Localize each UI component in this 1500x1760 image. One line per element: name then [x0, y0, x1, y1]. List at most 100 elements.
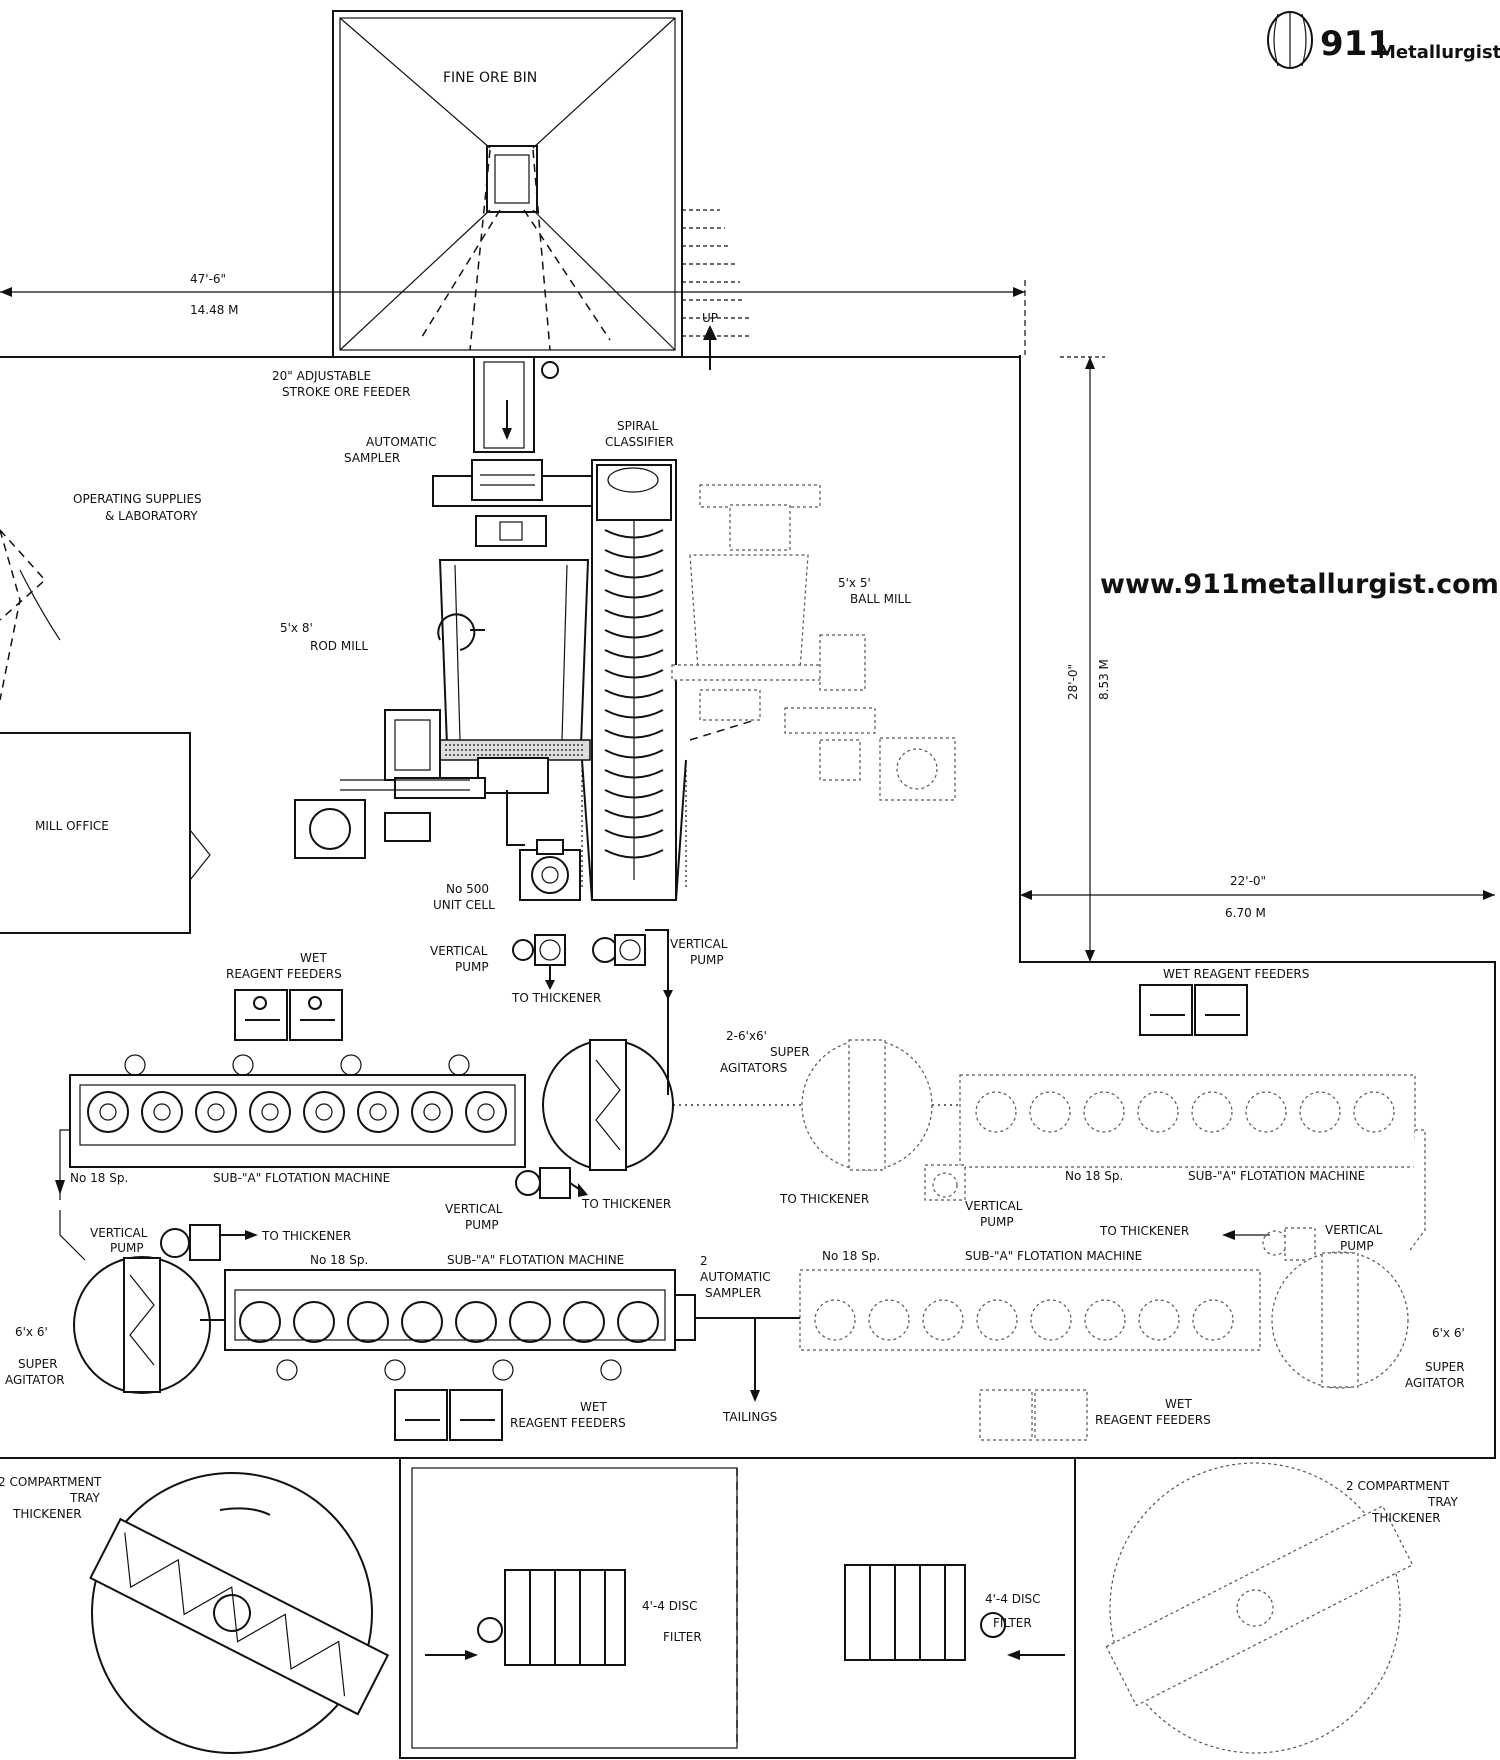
vertical-pump-left: VERTICAL PUMP TO THICKENER — [430, 934, 601, 1005]
machine-bl-size: No 18 Sp. — [310, 1253, 368, 1267]
pump-br-label-1: VERTICAL — [1325, 1223, 1383, 1237]
operating-supplies-label-1: OPERATING SUPPLIES — [73, 492, 202, 506]
to-thickener-br-label: TO THICKENER — [1099, 1224, 1189, 1238]
machine-br-size: No 18 Sp. — [822, 1249, 880, 1263]
website-url[interactable]: www.911metallurgist.com — [1100, 569, 1499, 600]
filter-room — [399, 1457, 1076, 1759]
reagent-tr-label: WET REAGENT FEEDERS — [1163, 967, 1309, 981]
pump-mid-left-label-2: PUMP — [465, 1218, 499, 1232]
reagent-feeders-bottom-left: WET REAGENT FEEDERS — [394, 1389, 626, 1441]
thickener-right-label-2: TRAY — [1427, 1495, 1458, 1509]
reagent-br-label-1: WET — [1165, 1397, 1192, 1411]
vertical-pump-bottom-right: TO THICKENER VERTICAL PUMP — [1099, 1223, 1383, 1261]
reagent-tl-label-2: REAGENT FEEDERS — [226, 967, 342, 981]
pump-bl-label-2: PUMP — [110, 1241, 144, 1255]
fine-ore-bin: FINE ORE BIN — [332, 10, 683, 358]
brand-logo: 911 Metallurgist — [1267, 11, 1500, 69]
flotation-machine-top-right: No 18 Sp. SUB-"A" FLOTATION MACHINE — [959, 1074, 1416, 1183]
auto-sampler-2-label-2: AUTOMATIC — [700, 1270, 771, 1284]
filter-right-label-1: 4'-4 DISC — [985, 1592, 1041, 1606]
machine-tr-size: No 18 Sp. — [1065, 1169, 1123, 1183]
agitator-left-label-1: 6'x 6' — [15, 1325, 48, 1339]
ore-feeder: 20" ADJUSTABLE STROKE ORE FEEDER — [272, 356, 559, 453]
filter-left-label-1: 4'-4 DISC — [642, 1599, 698, 1613]
dimension-height: 28'-0" 8.53 M — [1060, 356, 1111, 962]
unit-cell-label-1: No 500 — [446, 882, 489, 896]
pump-mid-right-label-2: PUMP — [980, 1215, 1014, 1229]
pump-bl-label-1: VERTICAL — [90, 1226, 148, 1240]
automatic-sampler-2: 2 AUTOMATIC SAMPLER TAILINGS — [674, 1254, 800, 1424]
flotation-machine-top-left: No 18 Sp. SUB-"A" FLOTATION MACHINE — [69, 1054, 526, 1185]
auto-sampler-label-1: AUTOMATIC — [366, 435, 437, 449]
width-ft: 47'-6" — [190, 272, 226, 286]
agitators-pair-label-2: SUPER — [770, 1045, 810, 1059]
reagent-bl-label-2: REAGENT FEEDERS — [510, 1416, 626, 1430]
pump-left-label-1: VERTICAL — [430, 944, 488, 958]
thickener-right-label-1: 2 COMPARTMENT — [1346, 1479, 1450, 1493]
agitator-right-label-1: 6'x 6' — [1432, 1326, 1465, 1340]
ext-ft: 22'-0" — [1230, 874, 1266, 888]
machine-tr-name: SUB-"A" FLOTATION MACHINE — [1188, 1169, 1365, 1183]
agitators-pair-label-1: 2-6'x6' — [726, 1029, 767, 1043]
to-thickener-bl-label: TO THICKENER — [261, 1229, 351, 1243]
auto-sampler-2-label-1: 2 — [700, 1254, 708, 1268]
fine-ore-bin-title: FINE ORE BIN — [443, 70, 537, 86]
ext-m: 6.70 M — [1225, 906, 1266, 920]
vertical-pump-right: VERTICAL PUMP — [592, 929, 728, 1095]
machine-bl-name: SUB-"A" FLOTATION MACHINE — [447, 1253, 624, 1267]
spiral-classifier: SPIRAL CLASSIFIER — [581, 419, 687, 901]
vertical-pump-mid-right: TO THICKENER VERTICAL PUMP — [779, 1164, 1023, 1229]
auto-sampler-2-label-3: SAMPLER — [705, 1286, 761, 1300]
thickener-left-label-2: TRAY — [69, 1491, 100, 1505]
classifier-label-2: CLASSIFIER — [605, 435, 674, 449]
width-m: 14.48 M — [190, 303, 239, 317]
unit-cell-label-2: UNIT CELL — [433, 898, 495, 912]
logo-word: Metallurgist — [1378, 42, 1500, 63]
height-ft: 28'-0" — [1066, 664, 1080, 700]
machine-br-name: SUB-"A" FLOTATION MACHINE — [965, 1249, 1142, 1263]
height-m: 8.53 M — [1097, 659, 1111, 700]
logo-number: 911 — [1320, 24, 1391, 64]
operating-supplies-label-2: & LABORATORY — [105, 509, 198, 523]
pump-left-label-2: PUMP — [455, 960, 489, 974]
reagent-tl-label-1: WET — [300, 951, 327, 965]
reagent-br-label-2: REAGENT FEEDERS — [1095, 1413, 1211, 1427]
pump-right-label-1: VERTICAL — [670, 937, 728, 951]
super-agitators-pair: 2-6'x6' SUPER AGITATORS — [542, 1029, 960, 1171]
feeder-label-2: STROKE ORE FEEDER — [282, 385, 410, 399]
to-thickener-label: TO THICKENER — [511, 991, 601, 1005]
agitator-left-label-3: AGITATOR — [5, 1373, 65, 1387]
filter-left-label-2: FILTER — [663, 1630, 702, 1644]
classifier-label-1: SPIRAL — [617, 419, 658, 433]
super-agitator-left: 6'x 6' SUPER AGITATOR — [5, 1256, 225, 1394]
ball-mill-label-1: 5'x 5' — [838, 576, 871, 590]
super-agitator-right: 6'x 6' SUPER AGITATOR — [1271, 1251, 1465, 1390]
rod-mill-label-2: ROD MILL — [310, 639, 368, 653]
agitators-pair-label-3: AGITATORS — [720, 1061, 787, 1075]
disc-filter-left: 4'-4 DISC FILTER — [425, 1569, 702, 1666]
pump-br-label-2: PUMP — [1340, 1239, 1374, 1253]
agitator-right-label-3: AGITATOR — [1405, 1376, 1465, 1390]
pump-mid-left-label-1: VERTICAL — [445, 1202, 503, 1216]
rod-mill: 5'x 8' ROD MILL — [280, 515, 591, 859]
ball-mill-label-2: BALL MILL — [850, 592, 911, 606]
thickener-left: 2 COMPARTMENT TRAY THICKENER — [0, 1472, 390, 1754]
thickener-left-label-3: THICKENER — [12, 1507, 82, 1521]
flotation-machine-bottom-right: No 18 Sp. SUB-"A" FLOTATION MACHINE — [799, 1249, 1261, 1351]
reagent-feeders-top-left: WET REAGENT FEEDERS — [226, 951, 343, 1041]
thickener-left-label-1: 2 COMPARTMENT — [0, 1475, 102, 1489]
unit-cell: No 500 UNIT CELL — [433, 790, 581, 912]
dimension-extension: 22'-0" 6.70 M — [1020, 874, 1495, 920]
operating-supplies-room: OPERATING SUPPLIES & LABORATORY — [0, 492, 202, 701]
vertical-pump-mid-left: VERTICAL PUMP TO THICKENER — [445, 1167, 671, 1232]
machine-tl-name: SUB-"A" FLOTATION MACHINE — [213, 1171, 390, 1185]
reagent-feeders-bottom-right: WET REAGENT FEEDERS — [979, 1389, 1211, 1441]
automatic-sampler: AUTOMATIC SAMPLER — [344, 435, 596, 507]
stairs: UP — [682, 209, 750, 370]
agitator-left-label-2: SUPER — [18, 1357, 58, 1371]
flotation-machine-bottom-left: No 18 Sp. SUB-"A" FLOTATION MACHINE — [224, 1253, 676, 1381]
vertical-pump-bottom-left: VERTICAL PUMP TO THICKENER — [90, 1224, 351, 1261]
agitator-right-label-2: SUPER — [1425, 1360, 1465, 1374]
mill-office-label: MILL OFFICE — [35, 819, 109, 833]
